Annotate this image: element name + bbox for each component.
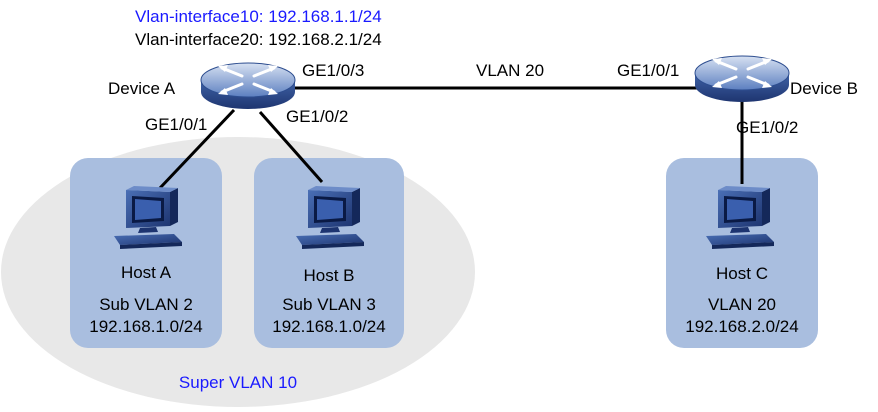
- host-b-subnet: 192.168.1.0/24: [272, 317, 385, 336]
- router-icon-device-b: [693, 54, 791, 104]
- host-a-vlan: Sub VLAN 2: [99, 295, 193, 314]
- device-a-port-ge1-0-1: GE1/0/1: [145, 115, 207, 134]
- host-a-name: Host A: [121, 263, 172, 282]
- host-c-name: Host C: [716, 264, 768, 283]
- device-b-port-ge1-0-1: GE1/0/1: [617, 61, 679, 80]
- device-a-vlanif10-label: Vlan-interface10: 192.168.1.1/24: [135, 7, 382, 26]
- device-a-port-ge1-0-2: GE1/0/2: [286, 107, 348, 126]
- host-c-subnet: 192.168.2.0/24: [685, 317, 798, 336]
- device-a-port-ge1-0-3: GE1/0/3: [302, 61, 364, 80]
- trunk-vlan-label: VLAN 20: [476, 61, 544, 80]
- device-b-port-ge1-0-2: GE1/0/2: [736, 118, 798, 137]
- device-a-vlanif20-label: Vlan-interface20: 192.168.2.1/24: [135, 30, 382, 49]
- sub-vlan-box-host-b: [254, 158, 404, 348]
- sub-vlan-box-host-a: [70, 158, 222, 348]
- device-b-name: Device B: [790, 79, 858, 98]
- super-vlan-label: Super VLAN 10: [179, 373, 297, 392]
- router-icon-device-a: [199, 61, 297, 111]
- host-a-subnet: 192.168.1.0/24: [89, 317, 202, 336]
- host-b-name: Host B: [303, 266, 354, 285]
- host-b-vlan: Sub VLAN 3: [282, 295, 376, 314]
- host-c-vlan: VLAN 20: [708, 295, 776, 314]
- vlan-box-host-c: [666, 158, 818, 348]
- link-device-a-host-a: [158, 108, 236, 190]
- link-device-a-host-b: [258, 111, 324, 183]
- device-a-name: Device A: [108, 79, 176, 98]
